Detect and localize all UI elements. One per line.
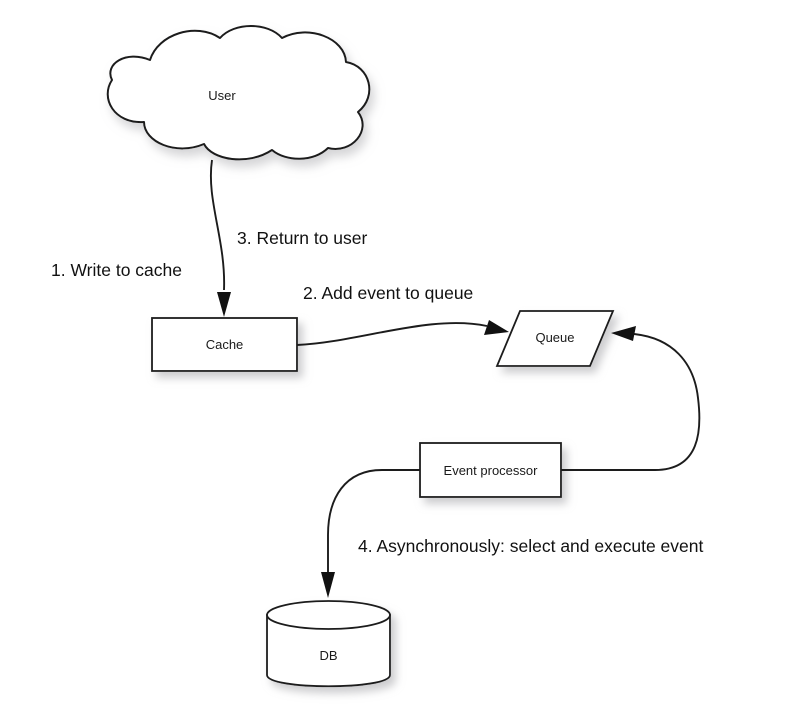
step-label-4: 4. Asynchronously: select and execute ev… <box>358 536 703 556</box>
edge-processor-to-db <box>321 469 420 598</box>
node-queue[interactable]: Queue <box>495 310 615 367</box>
node-label-queue: Queue <box>535 330 574 345</box>
edge-processor-to-queue <box>561 326 701 471</box>
node-label-user: User <box>208 88 236 103</box>
node-event-processor[interactable]: Event processor <box>419 442 562 498</box>
node-label-db: DB <box>319 648 337 663</box>
node-label-cache: Cache <box>206 337 244 352</box>
step-label-3: 3. Return to user <box>237 228 368 248</box>
edge-user-to-cache <box>209 159 231 317</box>
step-label-2: 2. Add event to queue <box>303 283 473 303</box>
arrow-head-queue <box>484 320 509 335</box>
edge-cache-to-queue <box>296 320 509 346</box>
node-cache[interactable]: Cache <box>151 317 298 372</box>
node-user[interactable]: User <box>106 25 371 161</box>
node-label-event-processor: Event processor <box>444 463 539 478</box>
arrow-head-cache <box>217 292 231 317</box>
node-db[interactable]: DB <box>266 600 391 688</box>
arrow-head-db <box>321 572 335 598</box>
arrow-head-queue-return <box>611 326 636 341</box>
step-label-1: 1. Write to cache <box>51 260 182 280</box>
